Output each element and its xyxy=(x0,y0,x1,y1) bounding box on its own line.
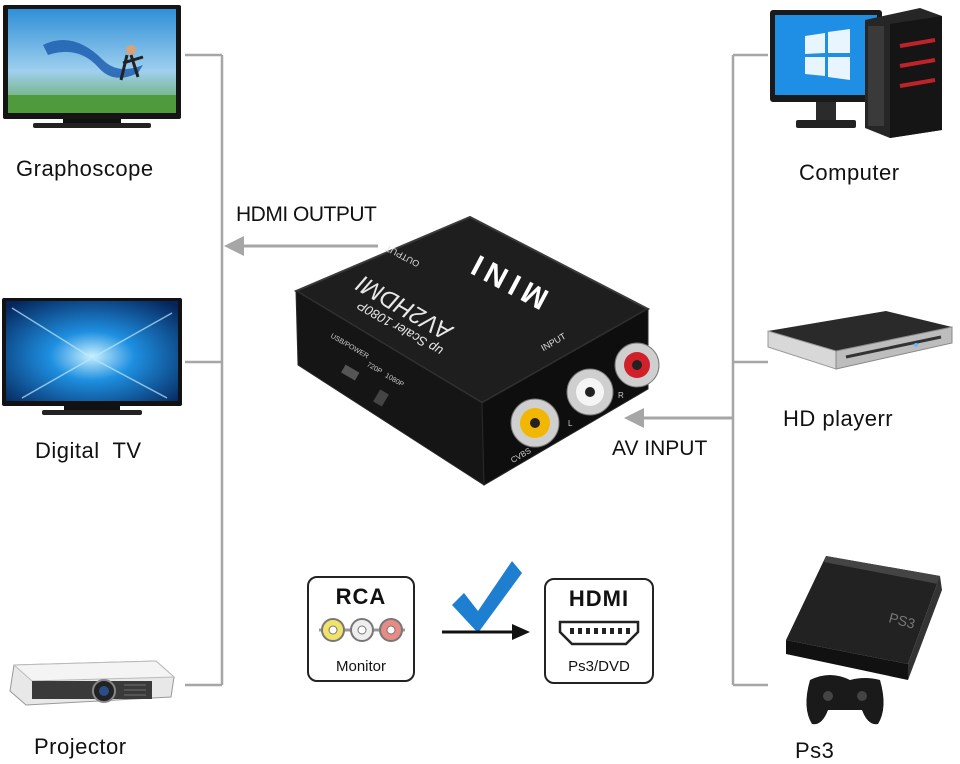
output-arrow xyxy=(224,236,733,428)
hdmi-box: HDMI Ps3/DVD xyxy=(544,578,654,684)
output-label-projector: Projector xyxy=(34,734,127,759)
disc-player-icon xyxy=(766,305,954,375)
rca-title: RCA xyxy=(335,584,387,609)
hdmi-output-label: HDMI OUTPUT xyxy=(236,203,377,226)
computer-icon xyxy=(770,6,950,138)
rca-jack-white xyxy=(566,368,614,416)
svg-text:PS3: PS3 xyxy=(887,609,917,631)
game-console-icon: PS3 xyxy=(780,548,950,738)
check-icon xyxy=(452,561,522,633)
tv-icon xyxy=(2,298,184,416)
converter-r-label: R xyxy=(618,391,624,400)
input-label-ps3: Ps3 xyxy=(795,738,835,763)
converter-l-label: L xyxy=(568,419,573,428)
output-label-graphoscope: Graphoscope xyxy=(16,156,154,181)
output-label-digital-tv: Digital TV xyxy=(35,438,142,463)
hdmi-subtitle: Ps3/DVD xyxy=(568,658,630,675)
tv-icon xyxy=(3,5,183,135)
rca-plugs-icon xyxy=(319,618,405,642)
rca-jack-yellow xyxy=(510,398,560,448)
av-input-label: AV INPUT xyxy=(612,437,708,460)
input-label-hd-player: HD playerr xyxy=(783,406,894,431)
hdmi-port-icon xyxy=(558,620,640,646)
conversion-arrow xyxy=(442,561,530,640)
rca-jack-red xyxy=(614,342,660,388)
hdmi-title: HDMI xyxy=(568,586,630,611)
rca-box: RCA Monitor xyxy=(307,576,415,682)
projector-icon xyxy=(6,655,176,711)
input-label-computer: Computer xyxy=(799,160,900,185)
rca-subtitle: Monitor xyxy=(335,658,387,675)
av2hdmi-converter: MINI AV2HDMI up Scaler 1080P OUTPUT INPU… xyxy=(292,213,662,493)
